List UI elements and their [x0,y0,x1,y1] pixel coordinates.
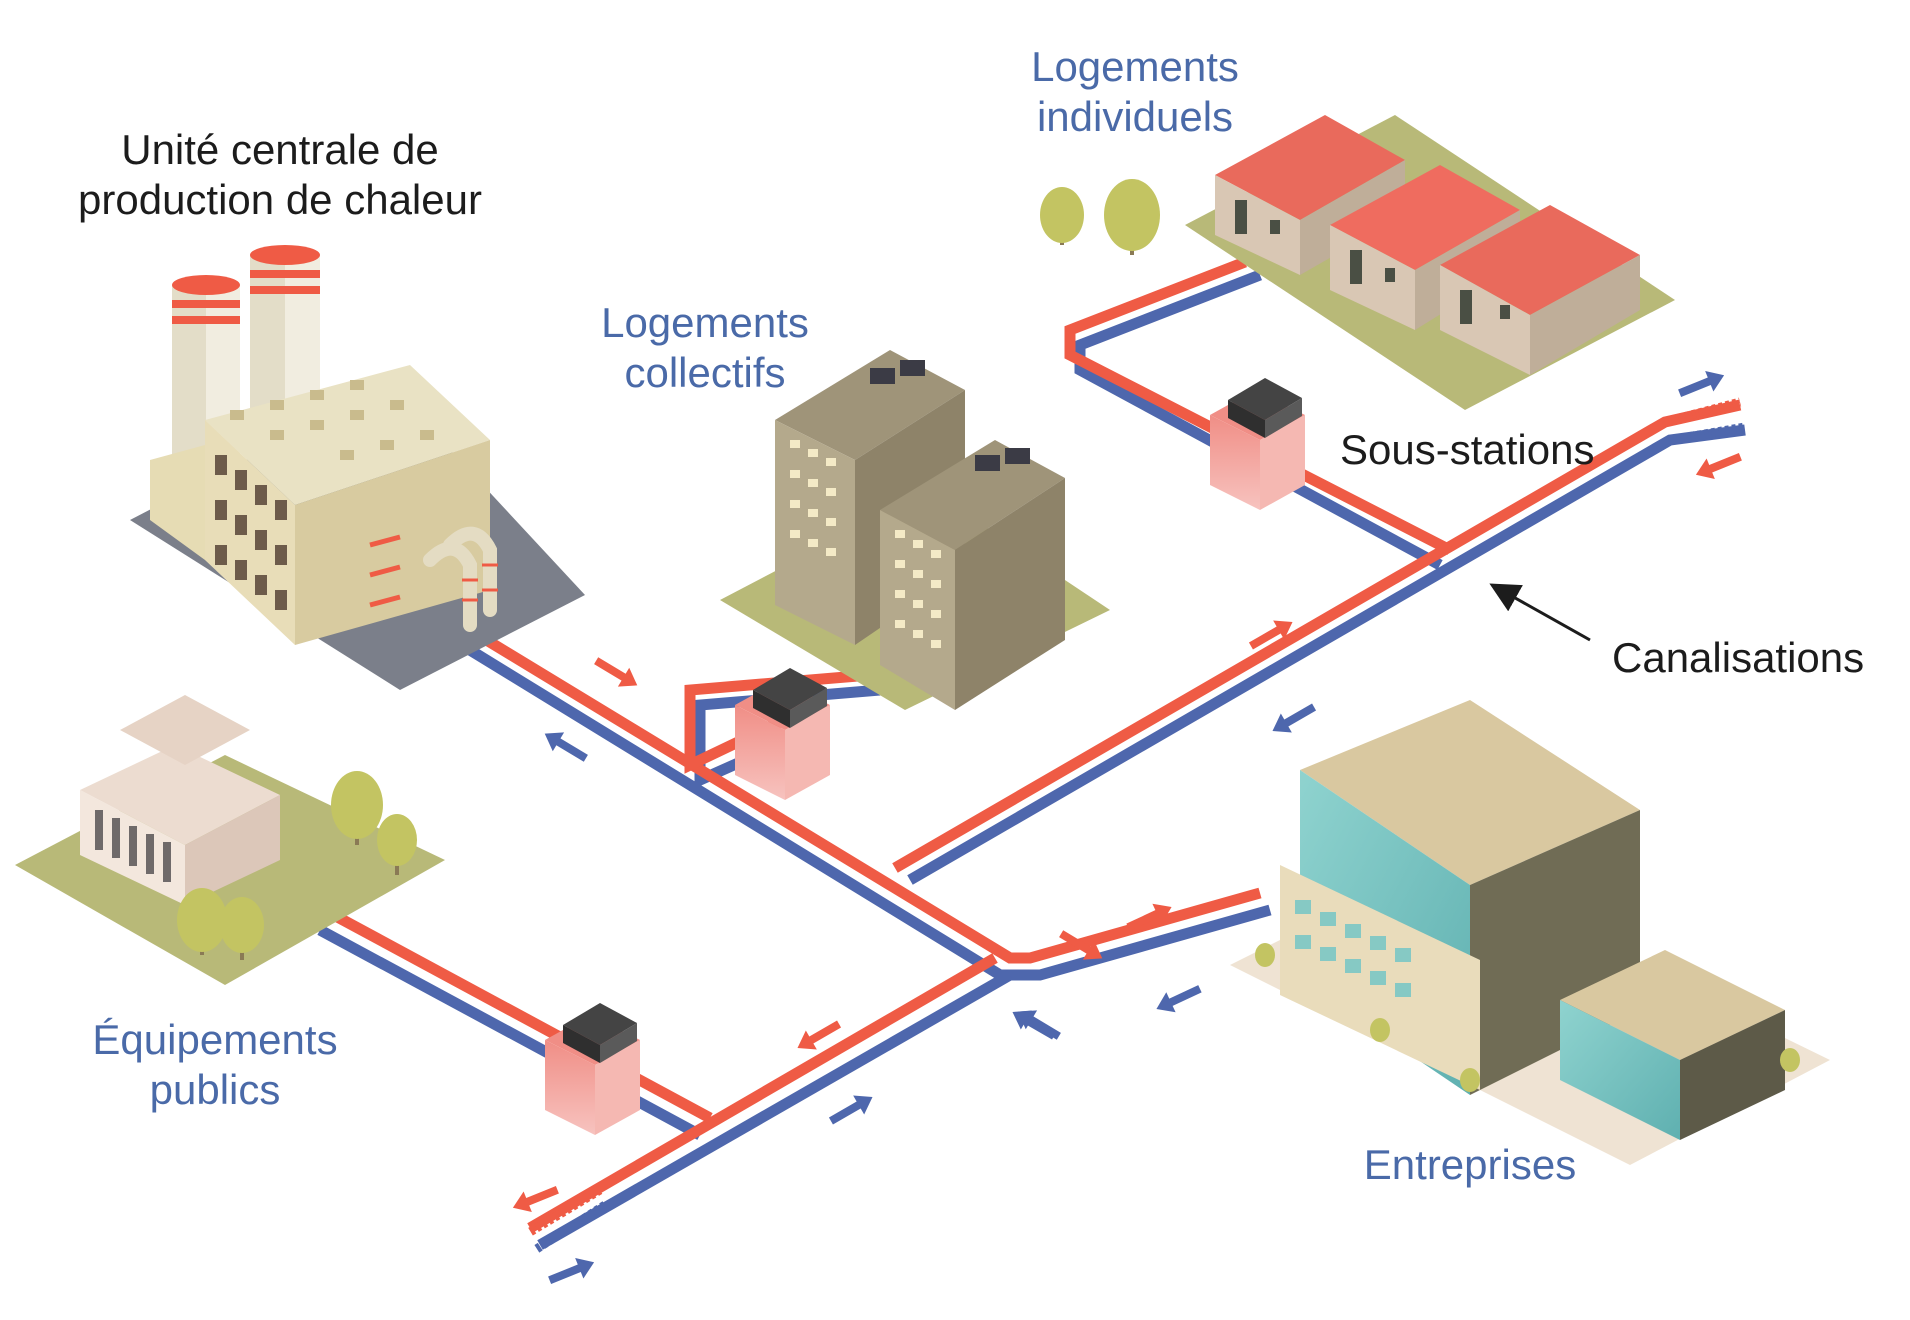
flow-arrow-icon [544,732,588,762]
public-facilities-label-line2: publics [149,1066,281,1113]
public-facilities-label: Équipements publics [65,1015,365,1115]
office-building-icon [1230,700,1830,1165]
cold-pipe-south [537,970,1013,1250]
pipe-end-hot-ne [1663,397,1742,427]
flow-arrow-icon [1126,903,1172,931]
pointer-arrow-icon [1489,583,1591,642]
individual-housing-label: Logements individuels [1000,42,1270,142]
collective-housing-label: Logements collectifs [570,298,840,398]
pipe-ends [527,397,1746,1254]
tree-icon [377,814,417,875]
flow-arrow-icon [1248,620,1293,650]
flow-arrow-icon [1156,985,1202,1013]
public-facilities-label-line1: Équipements [92,1016,338,1063]
heat-plant-icon [130,245,585,690]
flow-arrow-icon [797,1020,842,1050]
houses-icon [1040,115,1675,410]
plant-label: Unité centrale de production de chaleur [30,125,530,225]
hot-pipe-public [327,908,713,1123]
flow-arrow-icon [1272,703,1317,733]
cold-pipe-public [317,925,703,1140]
hot-pipe-south [527,953,998,1233]
tree-icon [331,771,383,845]
flow-arrow-icon [548,1258,595,1284]
collective-housing-label-line2: collectifs [624,349,786,396]
tree-icon [177,888,227,955]
substations-label: Sous-stations [1340,426,1595,473]
public-building-icon [15,695,445,985]
tree-icon [1255,943,1275,967]
flow-arrow-icon [1695,453,1742,479]
hot-pipe-trunk [472,628,1262,964]
tree-icon [1040,187,1084,245]
tree-icon [1780,1048,1800,1072]
flow-arrow-icon [512,1186,559,1212]
cold-pipe-trunk [467,645,1272,981]
plant-label-line2: production de chaleur [78,176,482,223]
flow-arrow-icon [1059,930,1103,960]
tree-icon [1370,1018,1390,1042]
tree-icon [1460,1068,1480,1092]
flow-arrow-icon [828,1095,873,1125]
pipe-end-cold-ne [1669,422,1746,445]
apartment-towers-icon [720,350,1110,710]
plant-label-line1: Unité centrale de [121,126,439,173]
tree-icon [1104,179,1160,255]
flow-arrow-icon [1678,371,1725,397]
individual-housing-label-line1: Logements [1031,43,1239,90]
substation-icon [735,668,830,800]
tree-icon [220,897,264,960]
flow-arrow-icon [1012,1010,1057,1040]
substation-icon [1210,378,1305,510]
collective-housing-label-line1: Logements [601,299,809,346]
businesses-label: Entreprises [1363,1141,1577,1188]
plant-right-wall [295,440,490,645]
pipes-label: Canalisations [1612,634,1865,681]
flow-arrow-icon [594,657,638,687]
substation-icon [545,1003,640,1135]
plant-left-wall [205,420,295,645]
plant-roof [205,365,490,505]
individual-housing-label-line2: individuels [1036,93,1234,140]
flow-arrows [512,371,1742,1284]
